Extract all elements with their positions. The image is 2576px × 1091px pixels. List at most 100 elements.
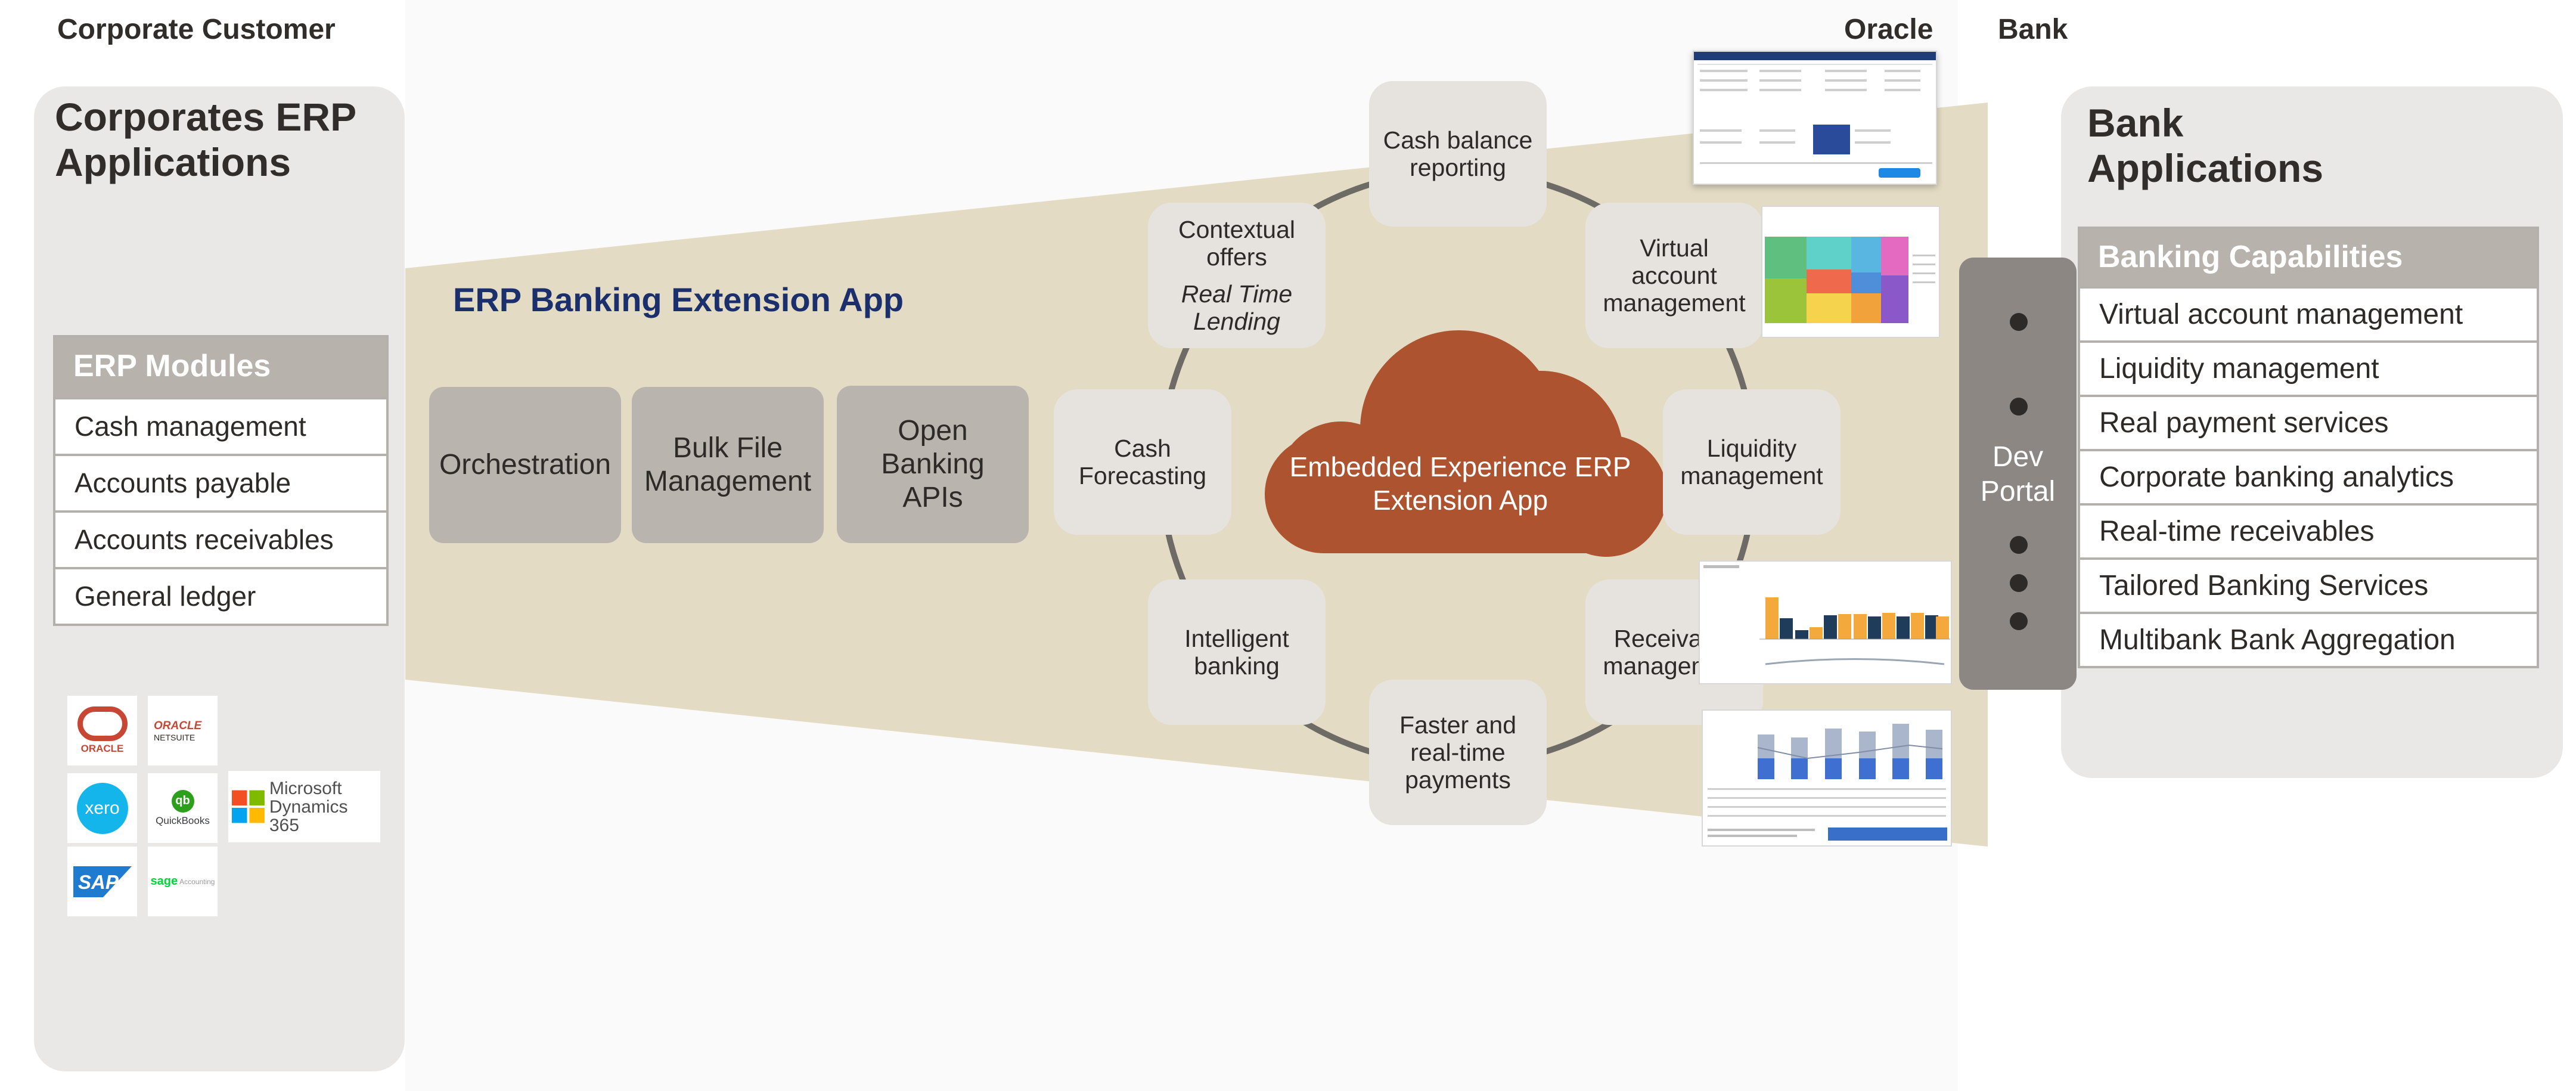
cloud-shape	[1265, 330, 1667, 557]
dashboard-thumbnail-graphic	[1694, 52, 1936, 178]
oracle-logo-text: ORACLE	[80, 743, 124, 754]
microsoft-squares-icon	[232, 790, 265, 823]
banking-capabilities-header: Banking Capabilities	[2080, 229, 2537, 286]
node-intelligent-banking: Intelligent banking	[1148, 579, 1326, 725]
dashboard-thumbnail	[1693, 51, 1937, 185]
node-cash-forecasting: Cash Forecasting	[1054, 389, 1231, 535]
header-oracle: Oracle	[1844, 14, 1933, 45]
erp-modules-table: ERP Modules Cash management Accounts pay…	[53, 335, 389, 626]
sage-logo: sage Accounting	[148, 847, 218, 916]
banking-capabilities-table: Banking Capabilities Virtual account man…	[2078, 227, 2539, 668]
sage-logo-suffix: Accounting	[179, 877, 215, 886]
netsuite-logo: ORACLE NETSUITE	[148, 696, 218, 765]
xero-logo-text: xero	[76, 782, 128, 834]
bar-chart-thumbnail	[1699, 560, 1952, 684]
block-line: Management	[644, 466, 812, 497]
connector-dot-icon	[2010, 612, 2028, 630]
orchestration-block: Orchestration	[429, 387, 621, 543]
forecast-chart-thumbnail	[1702, 709, 1952, 847]
corporate-panel-title: Corporates ERP Applications	[55, 94, 356, 185]
corporate-title-line2: Applications	[55, 140, 291, 184]
microsoft-logo-line2: Dynamics 365	[269, 796, 348, 835]
node-line: account	[1631, 262, 1717, 289]
cloud-line: Embedded Experience ERP	[1289, 451, 1631, 482]
node-line: Forecasting	[1078, 462, 1207, 489]
capability-row: Tailored Banking Services	[2080, 557, 2537, 612]
sap-badge-icon: SAP	[73, 866, 132, 897]
erp-module-row: Accounts payable	[55, 454, 386, 510]
block-line: Orchestration	[439, 449, 612, 481]
node-line: Cash balance	[1383, 126, 1533, 154]
node-line: reporting	[1410, 154, 1506, 181]
treemap-thumbnail-graphic	[1765, 237, 1935, 323]
bank-title-line2: Applications	[2087, 146, 2324, 190]
node-line: offers	[1206, 243, 1267, 271]
capability-row: Real payment services	[2080, 395, 2537, 449]
corporate-title-line1: Corporates ERP	[55, 95, 357, 139]
node-cash-balance-reporting: Cash balance reporting	[1369, 81, 1547, 227]
xero-logo: xero	[67, 773, 137, 843]
dev-portal-line: Portal	[1980, 476, 2056, 507]
connector-dot-icon	[2010, 313, 2028, 331]
header-bank: Bank	[1998, 14, 2068, 45]
node-line: Cash	[1114, 435, 1171, 462]
connector-dot-icon	[2010, 536, 2028, 554]
capability-row: Liquidity management	[2080, 340, 2537, 395]
netsuite-logo-top: ORACLE	[154, 719, 202, 732]
capability-row: Virtual account management	[2080, 286, 2537, 340]
node-line: real-time	[1410, 739, 1506, 766]
node-line: management	[1680, 462, 1823, 489]
block-line: Banking	[881, 448, 985, 480]
block-line: APIs	[902, 482, 963, 513]
treemap-thumbnail	[1761, 206, 1940, 338]
node-line: payments	[1405, 766, 1511, 794]
node-line: Faster and	[1399, 711, 1516, 739]
erp-modules-header: ERP Modules	[55, 337, 386, 397]
node-line: Virtual	[1640, 234, 1709, 262]
node-liquidity-management: Liquidity management	[1663, 389, 1841, 535]
oracle-logo: ORACLE	[67, 696, 137, 765]
quickbooks-logo: qb QuickBooks	[148, 773, 218, 843]
connector-dot-icon	[2010, 574, 2028, 592]
netsuite-logo-bottom: NETSUITE	[154, 732, 195, 742]
cloud-line: Extension App	[1372, 485, 1548, 516]
quickbooks-logo-text: QuickBooks	[156, 814, 210, 826]
node-virtual-account-management: Virtual account management	[1585, 203, 1763, 348]
capability-row: Multibank Bank Aggregation	[2080, 612, 2537, 666]
sap-logo-text: SAP	[78, 871, 119, 893]
header-corporate-customer: Corporate Customer	[57, 14, 336, 45]
node-line-italic: Real Time	[1181, 280, 1293, 308]
erp-module-row: Accounts receivables	[55, 510, 386, 567]
dev-portal-line: Dev	[1992, 441, 2044, 473]
block-line: Open	[898, 415, 968, 447]
node-line: banking	[1194, 652, 1280, 680]
sap-logo: SAP	[67, 847, 137, 916]
capability-row: Corporate banking analytics	[2080, 449, 2537, 503]
bank-title-line1: Bank	[2087, 101, 2184, 145]
node-faster-real-time-payments: Faster and real-time payments	[1369, 680, 1547, 825]
embedded-experience-cloud-label: Embedded Experience ERP Extension App	[1264, 450, 1657, 517]
node-line-italic: Lending	[1193, 308, 1280, 335]
erp-module-row: General ledger	[55, 567, 386, 624]
bulk-file-management-block: Bulk File Management	[632, 387, 824, 543]
erp-module-row: Cash management	[55, 397, 386, 454]
forecast-chart-thumbnail-graphic	[1708, 724, 1947, 841]
thumbnail-bars	[1765, 597, 1949, 639]
microsoft-logo: Microsoft Dynamics 365	[228, 771, 380, 842]
bank-panel-title: Bank Applications	[2087, 100, 2323, 191]
erp-banking-extension-title: ERP Banking Extension App	[453, 281, 904, 318]
connector-dots	[2010, 313, 2028, 630]
node-line: management	[1603, 289, 1746, 317]
sage-logo-text: sage	[150, 875, 178, 888]
bar-chart-thumbnail-graphic	[1703, 565, 1950, 665]
node-line: Contextual	[1178, 216, 1295, 243]
open-banking-apis-block: Open Banking APIs	[837, 386, 1029, 543]
capability-row: Real-time receivables	[2080, 503, 2537, 557]
microsoft-logo-line1: Microsoft	[269, 778, 342, 798]
node-contextual-offers: Contextual offers Real Time Lending	[1148, 203, 1326, 348]
node-line: Liquidity	[1706, 435, 1797, 462]
dev-portal-label: Dev Portal	[1959, 440, 2077, 509]
connector-dot-icon	[2010, 398, 2028, 416]
node-line: Intelligent	[1184, 625, 1289, 652]
